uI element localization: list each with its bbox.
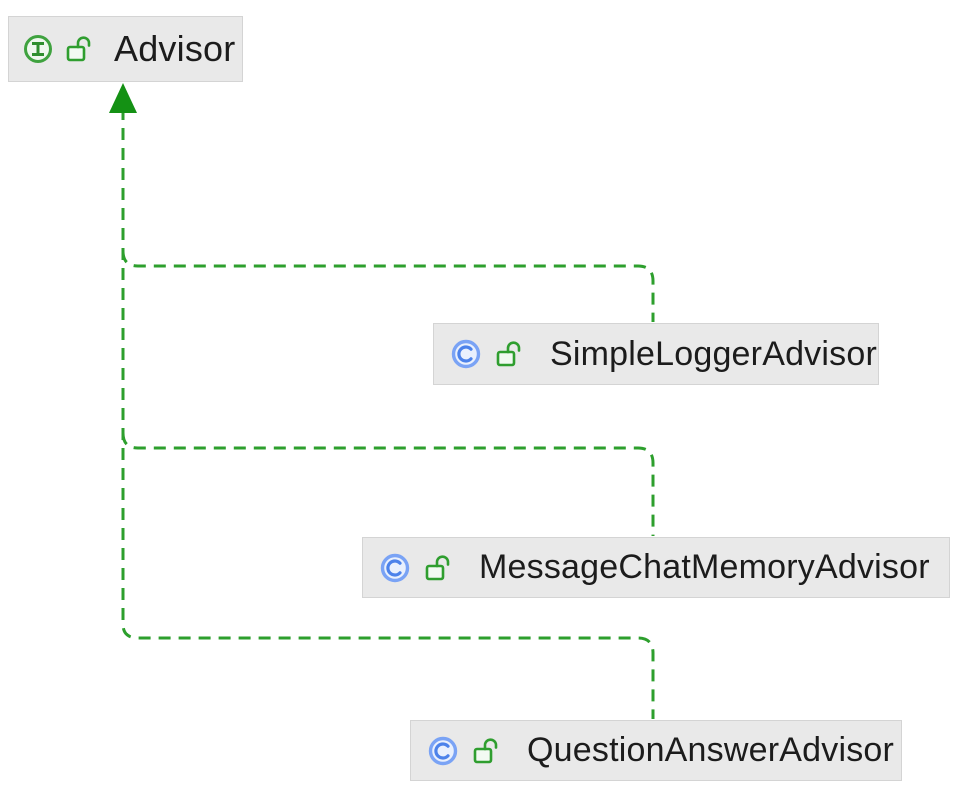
edge-message-chat-memory-to-advisor	[121, 432, 655, 536]
class-circle-c-icon	[450, 338, 482, 370]
unlocked-public-icon	[66, 34, 92, 64]
unlocked-public-icon	[496, 339, 522, 369]
node-label: SimpleLoggerAdvisor	[550, 334, 877, 373]
node-question-answer-advisor[interactable]: QuestionAnswerAdvisor	[410, 720, 902, 781]
node-label: Advisor	[114, 28, 236, 69]
edge-simple-logger-to-advisor	[121, 250, 655, 322]
class-circle-c-icon	[379, 552, 411, 584]
node-advisor[interactable]: Advisor	[8, 16, 243, 82]
interface-circle-i-icon	[22, 33, 54, 65]
node-label: QuestionAnswerAdvisor	[527, 731, 895, 769]
class-circle-c-icon	[427, 735, 459, 767]
unlocked-public-icon	[425, 553, 451, 583]
node-message-chat-memory-advisor[interactable]: MessageChatMemoryAdvisor	[362, 537, 950, 598]
edge-question-answer-to-advisor	[121, 108, 655, 719]
node-simple-logger-advisor[interactable]: SimpleLoggerAdvisor	[433, 323, 879, 385]
inheritance-arrowhead-icon	[109, 83, 137, 113]
node-label: MessageChatMemoryAdvisor	[479, 548, 930, 586]
unlocked-public-icon	[473, 736, 499, 766]
